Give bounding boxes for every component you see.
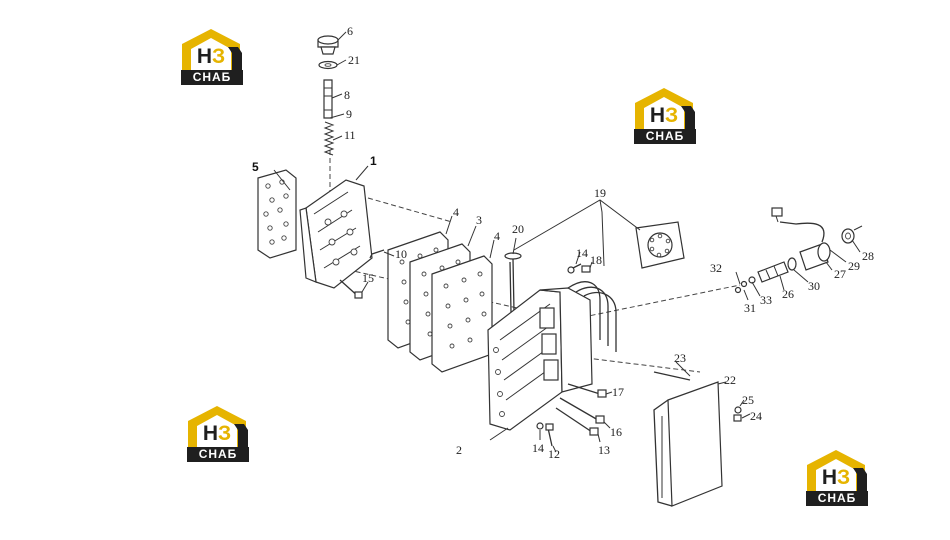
callout-32: 32 bbox=[710, 261, 722, 275]
bolt-part-16 bbox=[559, 397, 605, 424]
watermark-logo: НЗ СНАБ bbox=[186, 404, 250, 464]
callout-8: 8 bbox=[344, 88, 350, 102]
callout-22: 22 bbox=[724, 373, 736, 387]
callout-31: 31 bbox=[744, 301, 756, 315]
leader-lines bbox=[273, 31, 863, 453]
bolt-part-13 bbox=[555, 407, 599, 436]
valve-body-part-1 bbox=[299, 179, 373, 289]
o-ring-part-32 bbox=[740, 280, 748, 288]
bolt-part-12 bbox=[545, 423, 554, 447]
bolt-part-14-bottom bbox=[536, 422, 544, 430]
callout-16: 16 bbox=[610, 425, 622, 439]
spring-part-11 bbox=[323, 121, 335, 156]
callout-30: 30 bbox=[808, 279, 820, 293]
harness-part-29 bbox=[771, 207, 825, 243]
logo-wordmark: НЗ bbox=[649, 104, 679, 127]
bracket-part-22 bbox=[653, 381, 723, 507]
logo-subtitle: СНАБ bbox=[634, 129, 696, 144]
logo-wordmark: НЗ bbox=[196, 45, 226, 68]
callout-13: 13 bbox=[598, 443, 610, 457]
logo-wordmark: НЗ bbox=[202, 422, 232, 445]
stem-part-20 bbox=[504, 252, 522, 313]
callout-4-right: 4 bbox=[494, 229, 500, 243]
callout-27: 27 bbox=[834, 267, 846, 281]
callout-3: 3 bbox=[476, 213, 482, 227]
callout-21: 21 bbox=[348, 53, 360, 67]
watermark-logo: НЗ СНАБ bbox=[180, 27, 244, 87]
washer-part-25 bbox=[734, 406, 742, 414]
bolt-part-10 bbox=[369, 249, 385, 259]
callout-14-top: 14 bbox=[576, 246, 588, 260]
seal-part-30 bbox=[787, 257, 797, 271]
callout-15: 15 bbox=[362, 271, 374, 285]
logo-wordmark: НЗ bbox=[821, 466, 851, 489]
callout-17: 17 bbox=[612, 385, 624, 399]
bolt-part-18 bbox=[581, 265, 591, 273]
house-logo-icon bbox=[635, 88, 695, 130]
tube-assembly-part-19 bbox=[567, 281, 617, 352]
logo-subtitle: СНАБ bbox=[187, 447, 249, 462]
solenoid-valve-part-26 bbox=[757, 261, 789, 283]
callout-10: 10 bbox=[395, 247, 407, 261]
plate-part-5 bbox=[257, 169, 297, 259]
coil-part-27 bbox=[799, 242, 831, 271]
nut-part-28 bbox=[841, 228, 855, 244]
callout-1: 1 bbox=[370, 154, 377, 168]
callout-9: 9 bbox=[346, 107, 352, 121]
callout-11: 11 bbox=[344, 128, 356, 142]
bolt-part-15 bbox=[339, 279, 363, 299]
pin-part-23 bbox=[653, 371, 691, 381]
callout-2: 2 bbox=[456, 443, 462, 457]
callout-28: 28 bbox=[862, 249, 874, 263]
callout-4-left: 4 bbox=[453, 205, 459, 219]
house-logo-icon bbox=[807, 450, 867, 492]
callout-26: 26 bbox=[782, 287, 794, 301]
callout-25: 25 bbox=[742, 393, 754, 407]
callout-19: 19 bbox=[594, 186, 606, 200]
callout-24: 24 bbox=[750, 409, 762, 423]
callout-23: 23 bbox=[674, 351, 686, 365]
house-logo-icon bbox=[182, 29, 242, 71]
callout-29: 29 bbox=[848, 259, 860, 273]
callout-33: 33 bbox=[760, 293, 772, 307]
bolt-part-24 bbox=[733, 414, 742, 422]
valve-body-part-2 bbox=[487, 287, 593, 431]
o-ring-part-31 bbox=[734, 286, 742, 294]
bolt-part-14-top bbox=[567, 263, 582, 274]
callout-18: 18 bbox=[590, 253, 602, 267]
gasket-part-4-right bbox=[431, 255, 493, 373]
house-logo-icon bbox=[188, 406, 248, 448]
callout-20: 20 bbox=[512, 222, 524, 236]
watermark-logo: НЗ СНАБ bbox=[805, 448, 869, 508]
callout-14-bottom: 14 bbox=[532, 441, 544, 455]
plug-part-6 bbox=[317, 35, 339, 55]
cover-plate-part-19 bbox=[635, 221, 685, 269]
callout-6: 6 bbox=[347, 24, 353, 38]
callout-12: 12 bbox=[548, 447, 560, 461]
washer-part-21 bbox=[318, 60, 338, 70]
logo-subtitle: СНАБ bbox=[806, 491, 868, 506]
watermark-logo: НЗ СНАБ bbox=[633, 86, 697, 146]
callout-5: 5 bbox=[252, 160, 259, 174]
logo-subtitle: СНАБ bbox=[181, 70, 243, 85]
spool-part-8 bbox=[323, 79, 333, 119]
